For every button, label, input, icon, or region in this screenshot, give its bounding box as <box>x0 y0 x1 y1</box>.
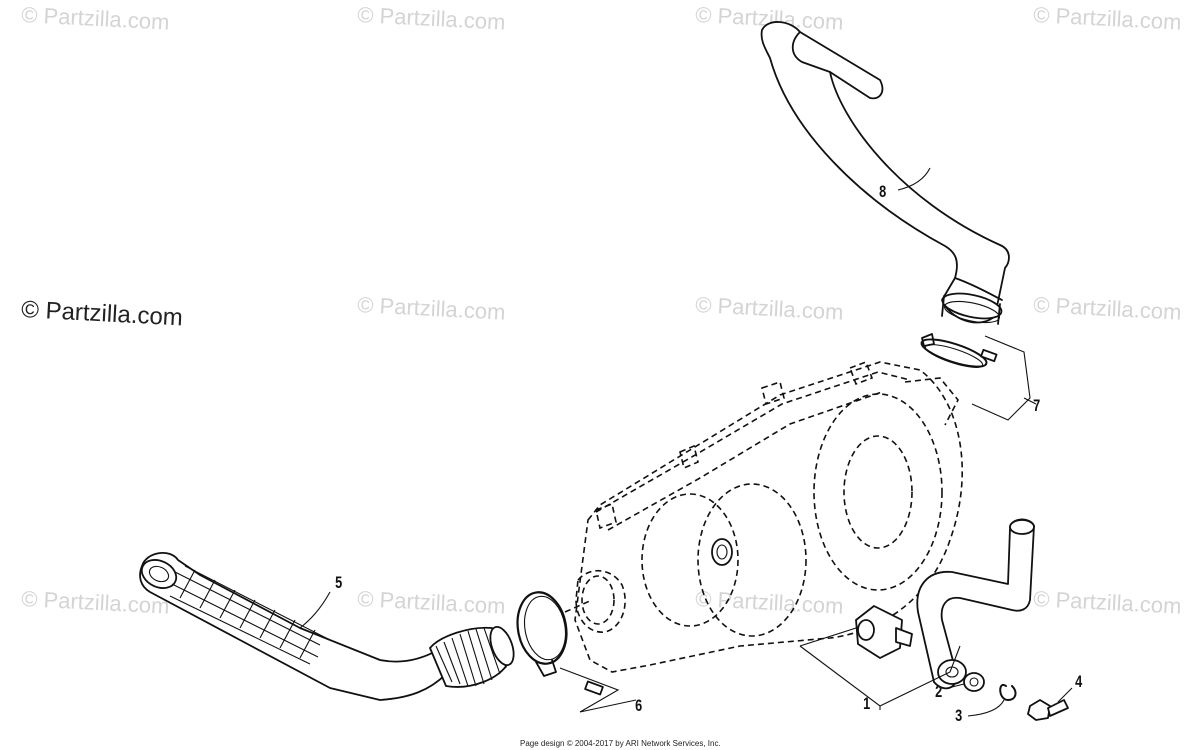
part-1-shift-lever <box>855 518 1035 690</box>
assembly-line <box>564 599 593 613</box>
part-5-intake-tube <box>139 552 515 701</box>
part-8-duct <box>760 21 1010 325</box>
callout-8-leader <box>897 167 931 191</box>
footer-copyright: Page design © 2004-2017 by ARI Network S… <box>520 739 721 748</box>
callout-3-leader <box>967 699 1005 717</box>
belt-cover-housing <box>574 360 963 673</box>
callout-1: 1 <box>863 694 871 713</box>
callout-8: 8 <box>879 182 887 201</box>
callout-3: 3 <box>955 706 963 725</box>
part-7-clamp <box>920 333 998 368</box>
part-2-washer <box>963 672 985 692</box>
callout-2: 2 <box>935 682 943 701</box>
part-6-clamp <box>516 591 604 696</box>
callout-6: 6 <box>635 696 643 715</box>
callout-2-leader <box>947 683 965 689</box>
part-3-clip <box>999 683 1017 701</box>
callout-4: 4 <box>1075 672 1083 691</box>
callout-6-leader <box>559 667 637 713</box>
part-4-bolt <box>1027 699 1069 721</box>
callout-7: 7 <box>1033 396 1041 415</box>
callout-1-leader <box>799 627 961 710</box>
callout-5: 5 <box>335 573 343 592</box>
callout-4-leader <box>1057 687 1073 703</box>
callout-7-leader <box>971 335 1037 421</box>
callout-5-leader <box>299 591 331 629</box>
